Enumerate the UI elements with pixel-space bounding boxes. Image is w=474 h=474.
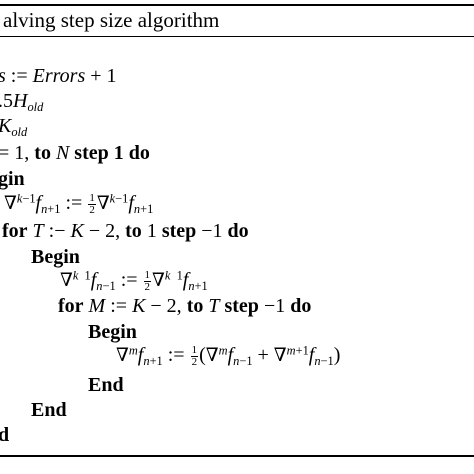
algo-line-begin-outer: gin — [0, 168, 25, 190]
algo-line-outer-loop: = 1, to N step 1 do — [0, 142, 150, 164]
algo-line-loop-m: for M := K − 2, to T step −1 do — [58, 295, 312, 317]
algo-line-loop-t: for T :− K − 2, to 1 step −1 do — [2, 220, 249, 242]
caption-rule — [0, 36, 474, 37]
algo-line-begin-t: Begin — [31, 246, 80, 268]
bottom-rule — [0, 455, 474, 457]
algo-line-end-t: End — [31, 399, 67, 421]
algo-line-h-update: .5Hold — [0, 90, 44, 114]
algo-line-end-outer: d — [0, 424, 10, 446]
algo-line-k-old: Kold — [0, 116, 28, 139]
top-rule — [0, 4, 474, 6]
algo-line-end-m: End — [88, 374, 124, 396]
algo-line-errors: s := Errors + 1 — [0, 65, 117, 87]
algo-line-begin-m: Begin — [88, 321, 137, 343]
algorithm-caption: alving step size algorithm — [3, 8, 220, 32]
